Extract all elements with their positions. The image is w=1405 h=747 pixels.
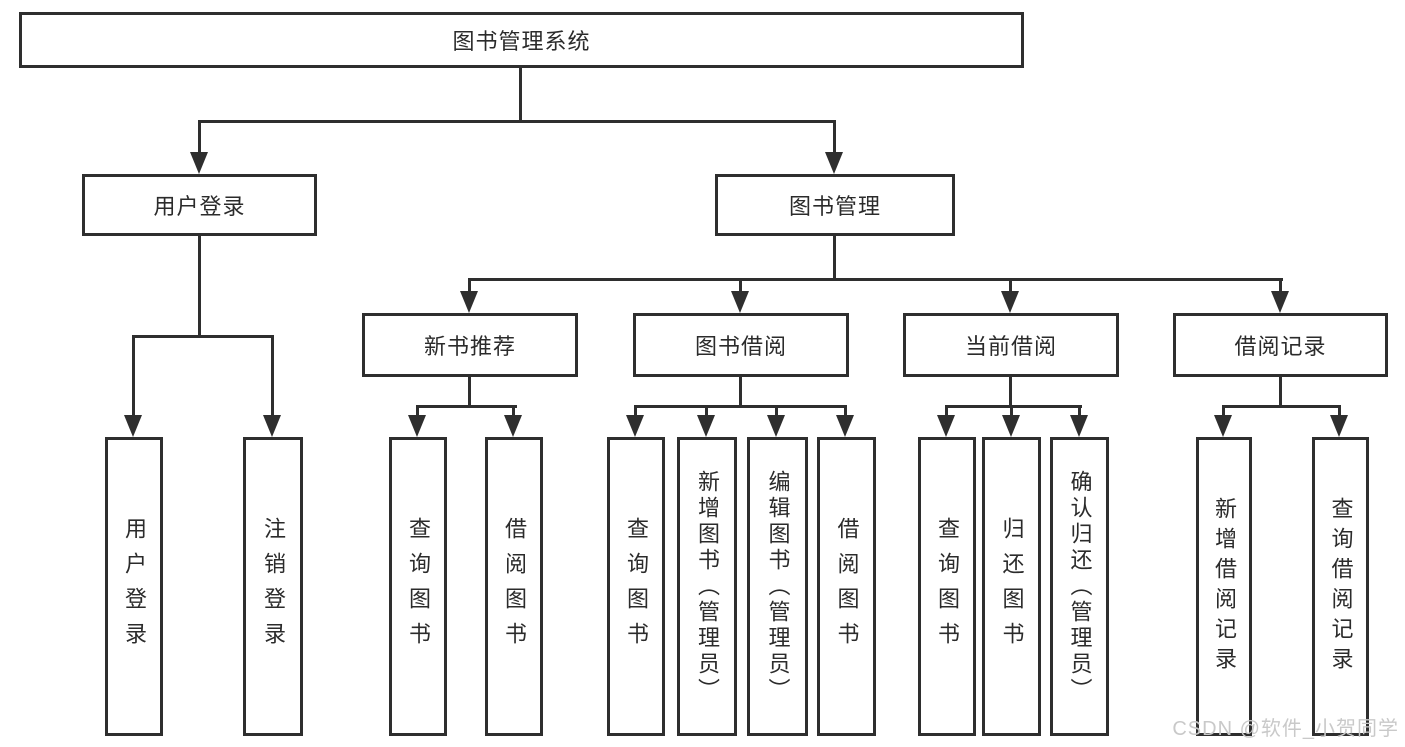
- node-book-borrow: 图书借阅: [633, 313, 849, 377]
- leaf-add-books-admin: 新增图书（管理员）: [677, 437, 737, 736]
- connector-line: [198, 120, 836, 123]
- leaf-logout-login: 注销登录: [243, 437, 303, 736]
- arrowhead-down-icon: [408, 415, 426, 437]
- arrowhead-down-icon: [626, 415, 644, 437]
- leaf-borrow-books: 借阅图书: [817, 437, 876, 736]
- leaf-confirm-return-admin: 确认归还（管理员）: [1050, 437, 1109, 736]
- leaf-edit-books-admin: 编辑图书（管理员）: [747, 437, 808, 736]
- leaf-query-books: 查询图书: [918, 437, 976, 736]
- csdn-watermark: CSDN @软件_小贺同学: [1172, 718, 1399, 740]
- arrowhead-down-icon: [190, 152, 208, 174]
- connector-line: [198, 236, 201, 335]
- arrowhead-down-icon: [1330, 415, 1348, 437]
- arrowhead-down-icon: [504, 415, 522, 437]
- connector-line: [844, 405, 847, 415]
- node-borrow-records: 借阅记录: [1173, 313, 1388, 377]
- arrowhead-down-icon: [836, 415, 854, 437]
- connector-line: [945, 405, 948, 415]
- connector-line: [1338, 405, 1341, 415]
- arrowhead-down-icon: [1070, 415, 1088, 437]
- arrowhead-down-icon: [767, 415, 785, 437]
- connector-line: [132, 335, 135, 415]
- connector-line: [468, 278, 471, 291]
- connector-line: [945, 405, 1082, 408]
- arrowhead-down-icon: [697, 415, 715, 437]
- connector-line: [1222, 405, 1225, 415]
- arrowhead-down-icon: [1001, 291, 1019, 313]
- connector-line: [519, 68, 522, 120]
- connector-line: [271, 335, 274, 415]
- connector-line: [1279, 278, 1282, 291]
- node-root: 图书管理系统: [19, 12, 1024, 68]
- connector-line: [468, 377, 471, 405]
- connector-line: [1010, 405, 1013, 415]
- leaf-query-books: 查询图书: [607, 437, 665, 736]
- connector-line: [198, 120, 201, 152]
- leaf-query-borrow-record: 查询借阅记录: [1312, 437, 1369, 736]
- connector-line: [1222, 405, 1341, 408]
- connector-line: [1009, 278, 1012, 291]
- connector-line: [1279, 377, 1282, 405]
- connector-line: [132, 335, 274, 338]
- connector-line: [833, 236, 836, 278]
- arrowhead-down-icon: [937, 415, 955, 437]
- connector-line: [512, 405, 515, 415]
- connector-line: [705, 405, 708, 415]
- arrowhead-down-icon: [263, 415, 281, 437]
- leaf-add-borrow-record: 新增借阅记录: [1196, 437, 1252, 736]
- connector-line: [634, 405, 847, 408]
- connector-line: [739, 377, 742, 405]
- connector-line: [634, 405, 637, 415]
- leaf-query-books: 查询图书: [389, 437, 447, 736]
- node-current-borrow: 当前借阅: [903, 313, 1119, 377]
- leaf-user-login: 用户登录: [105, 437, 163, 736]
- arrowhead-down-icon: [460, 291, 478, 313]
- node-user-login: 用户登录: [82, 174, 317, 236]
- connector-line: [1009, 377, 1012, 405]
- connector-line: [416, 405, 517, 408]
- arrowhead-down-icon: [825, 152, 843, 174]
- connector-line: [775, 405, 778, 415]
- arrowhead-down-icon: [1214, 415, 1232, 437]
- node-book-management: 图书管理: [715, 174, 955, 236]
- arrowhead-down-icon: [124, 415, 142, 437]
- node-new-book-recommend: 新书推荐: [362, 313, 578, 377]
- arrowhead-down-icon: [731, 291, 749, 313]
- arrowhead-down-icon: [1271, 291, 1289, 313]
- connector-line: [739, 278, 742, 291]
- arrowhead-down-icon: [1002, 415, 1020, 437]
- connector-line: [468, 278, 1283, 281]
- leaf-borrow-books: 借阅图书: [485, 437, 543, 736]
- connector-line: [833, 120, 836, 152]
- leaf-return-books: 归还图书: [982, 437, 1041, 736]
- connector-line: [416, 405, 419, 415]
- connector-line: [1078, 405, 1081, 415]
